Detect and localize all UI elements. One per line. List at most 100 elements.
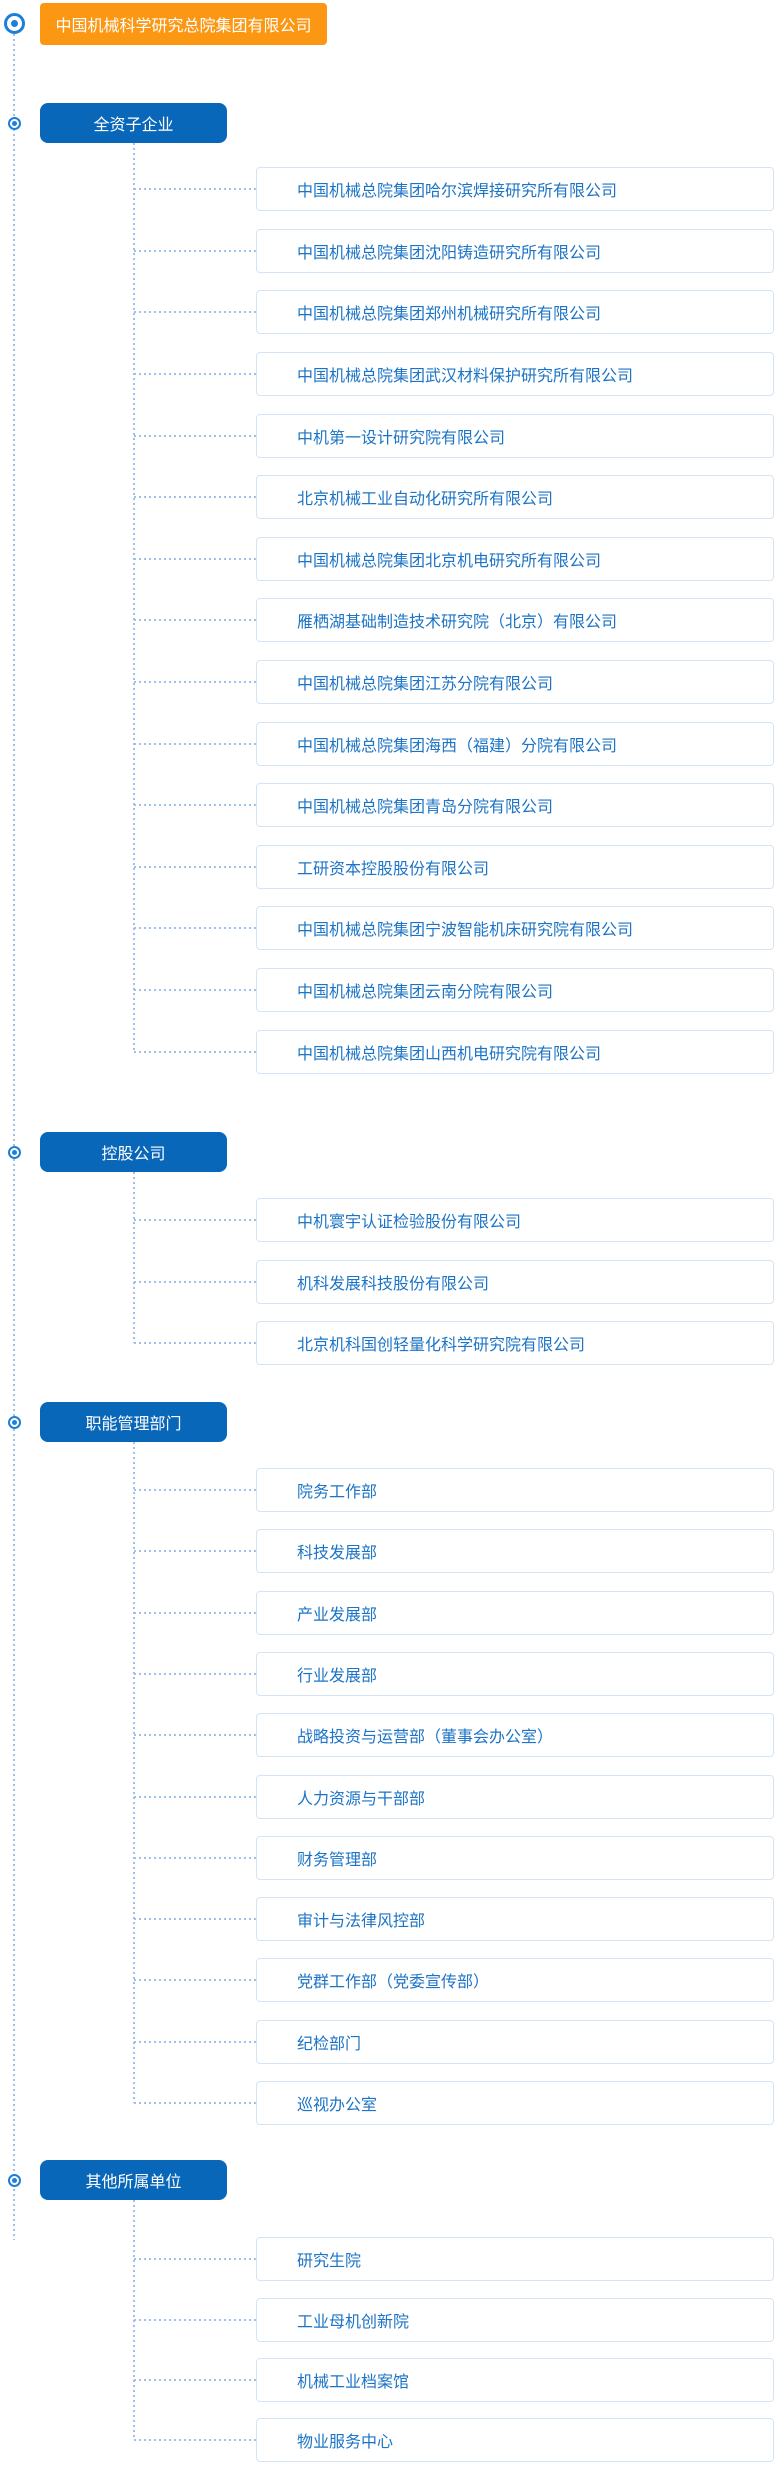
org-item[interactable]: 人力资源与干部部: [256, 1775, 774, 1819]
org-item[interactable]: 财务管理部: [256, 1836, 774, 1880]
item-connector-line: [134, 558, 256, 560]
category-label: 其他所属单位: [85, 2174, 182, 2191]
org-item[interactable]: 中国机械总院集团青岛分院有限公司: [256, 783, 774, 827]
item-connector-line: [134, 1051, 256, 1053]
org-item-label: 中国机械总院集团武汉材料保护研究所有限公司: [297, 368, 634, 385]
org-item[interactable]: 中国机械总院集团海西（福建）分院有限公司: [256, 722, 774, 766]
org-item-label: 院务工作部: [297, 1484, 378, 1501]
org-item[interactable]: 研究生院: [256, 2237, 774, 2281]
category-bullet-icon: [7, 1415, 21, 1429]
org-item-label: 雁栖湖基础制造技术研究院（北京）有限公司: [297, 614, 618, 631]
org-item-label: 北京机科国创轻量化科学研究院有限公司: [297, 1337, 586, 1354]
org-item[interactable]: 产业发展部: [256, 1591, 774, 1635]
org-item-label: 中国机械总院集团北京机电研究所有限公司: [297, 553, 602, 570]
org-item[interactable]: 行业发展部: [256, 1652, 774, 1696]
org-item[interactable]: 中国机械总院集团山西机电研究院有限公司: [256, 1030, 774, 1074]
org-item-label: 人力资源与干部部: [297, 1791, 426, 1808]
category-bullet-icon: [7, 2173, 21, 2187]
org-item[interactable]: 中国机械总院集团沈阳铸造研究所有限公司: [256, 229, 774, 273]
org-item-label: 工研资本控股股份有限公司: [297, 861, 490, 878]
item-connector-line: [134, 989, 256, 991]
org-item[interactable]: 中国机械总院集团云南分院有限公司: [256, 968, 774, 1012]
category-label: 控股公司: [101, 1146, 166, 1163]
org-item[interactable]: 机科发展科技股份有限公司: [256, 1260, 774, 1304]
item-connector-line: [134, 1857, 256, 1859]
org-item[interactable]: 中国机械总院集团江苏分院有限公司: [256, 660, 774, 704]
category-connector-line: [133, 1172, 135, 1343]
org-item[interactable]: 北京机械工业自动化研究所有限公司: [256, 475, 774, 519]
item-connector-line: [134, 1489, 256, 1491]
category-connector-line: [133, 143, 135, 1052]
org-item-label: 战略投资与运营部（董事会办公室）: [297, 1729, 554, 1746]
item-connector-line: [134, 2439, 256, 2441]
item-connector-line: [134, 2319, 256, 2321]
root-node[interactable]: 中国机械科学研究总院集团有限公司: [40, 3, 327, 45]
org-item[interactable]: 战略投资与运营部（董事会办公室）: [256, 1713, 774, 1757]
org-item[interactable]: 中机寰宇认证检验股份有限公司: [256, 1198, 774, 1242]
org-item-label: 巡视办公室: [297, 2097, 378, 2114]
item-connector-line: [134, 1281, 256, 1283]
org-item[interactable]: 工业母机创新院: [256, 2298, 774, 2342]
org-item[interactable]: 巡视办公室: [256, 2081, 774, 2125]
org-item-label: 中国机械总院集团山西机电研究院有限公司: [297, 1046, 602, 1063]
org-item-label: 中国机械总院集团海西（福建）分院有限公司: [297, 738, 618, 755]
category-bullet-icon: [7, 116, 21, 130]
item-connector-line: [134, 496, 256, 498]
item-connector-line: [134, 1734, 256, 1736]
category-node-1[interactable]: 控股公司: [40, 1132, 227, 1172]
item-connector-line: [134, 743, 256, 745]
org-item-label: 中国机械总院集团江苏分院有限公司: [297, 676, 554, 693]
org-item-label: 物业服务中心: [297, 2434, 394, 2451]
org-item[interactable]: 中国机械总院集团郑州机械研究所有限公司: [256, 290, 774, 334]
org-item-label: 党群工作部（党委宣传部）: [297, 1974, 490, 1991]
org-item[interactable]: 雁栖湖基础制造技术研究院（北京）有限公司: [256, 598, 774, 642]
category-node-3[interactable]: 其他所属单位: [40, 2160, 227, 2200]
org-item-label: 行业发展部: [297, 1668, 378, 1685]
org-item[interactable]: 中国机械总院集团哈尔滨焊接研究所有限公司: [256, 167, 774, 211]
item-connector-line: [134, 1918, 256, 1920]
item-connector-line: [134, 866, 256, 868]
category-node-0[interactable]: 全资子企业: [40, 103, 227, 143]
org-item[interactable]: 机械工业档案馆: [256, 2358, 774, 2402]
item-connector-line: [134, 1342, 256, 1344]
org-item-label: 中机寰宇认证检验股份有限公司: [297, 1214, 522, 1231]
org-item-label: 机科发展科技股份有限公司: [297, 1276, 490, 1293]
item-connector-line: [134, 311, 256, 313]
item-connector-line: [134, 1673, 256, 1675]
org-item-label: 中国机械总院集团青岛分院有限公司: [297, 799, 554, 816]
tree-spine-line: [13, 24, 15, 2240]
org-item[interactable]: 中机第一设计研究院有限公司: [256, 414, 774, 458]
org-item-label: 机械工业档案馆: [297, 2374, 410, 2391]
org-item-label: 财务管理部: [297, 1852, 378, 1869]
org-item[interactable]: 党群工作部（党委宣传部）: [256, 1958, 774, 2002]
org-item[interactable]: 中国机械总院集团武汉材料保护研究所有限公司: [256, 352, 774, 396]
item-connector-line: [134, 2041, 256, 2043]
item-connector-line: [134, 1979, 256, 1981]
org-item-label: 中国机械总院集团沈阳铸造研究所有限公司: [297, 245, 602, 262]
org-item-label: 北京机械工业自动化研究所有限公司: [297, 491, 554, 508]
item-connector-line: [134, 927, 256, 929]
org-item[interactable]: 北京机科国创轻量化科学研究院有限公司: [256, 1321, 774, 1365]
category-connector-line: [133, 1442, 135, 2103]
org-item[interactable]: 科技发展部: [256, 1529, 774, 1573]
org-item-label: 审计与法律风控部: [297, 1913, 426, 1930]
item-connector-line: [134, 435, 256, 437]
item-connector-line: [134, 2258, 256, 2260]
org-item-label: 中国机械总院集团郑州机械研究所有限公司: [297, 306, 602, 323]
item-connector-line: [134, 188, 256, 190]
org-item[interactable]: 中国机械总院集团宁波智能机床研究院有限公司: [256, 906, 774, 950]
org-item[interactable]: 物业服务中心: [256, 2418, 774, 2462]
org-item-label: 科技发展部: [297, 1545, 378, 1562]
org-item-label: 中机第一设计研究院有限公司: [297, 430, 506, 447]
org-item-label: 中国机械总院集团哈尔滨焊接研究所有限公司: [297, 183, 618, 200]
item-connector-line: [134, 373, 256, 375]
category-label: 全资子企业: [93, 117, 174, 134]
category-bullet-icon: [7, 1145, 21, 1159]
org-item[interactable]: 中国机械总院集团北京机电研究所有限公司: [256, 537, 774, 581]
org-item[interactable]: 审计与法律风控部: [256, 1897, 774, 1941]
org-item[interactable]: 工研资本控股股份有限公司: [256, 845, 774, 889]
category-node-2[interactable]: 职能管理部门: [40, 1402, 227, 1442]
item-connector-line: [134, 1550, 256, 1552]
org-item[interactable]: 院务工作部: [256, 1468, 774, 1512]
org-item[interactable]: 纪检部门: [256, 2020, 774, 2064]
